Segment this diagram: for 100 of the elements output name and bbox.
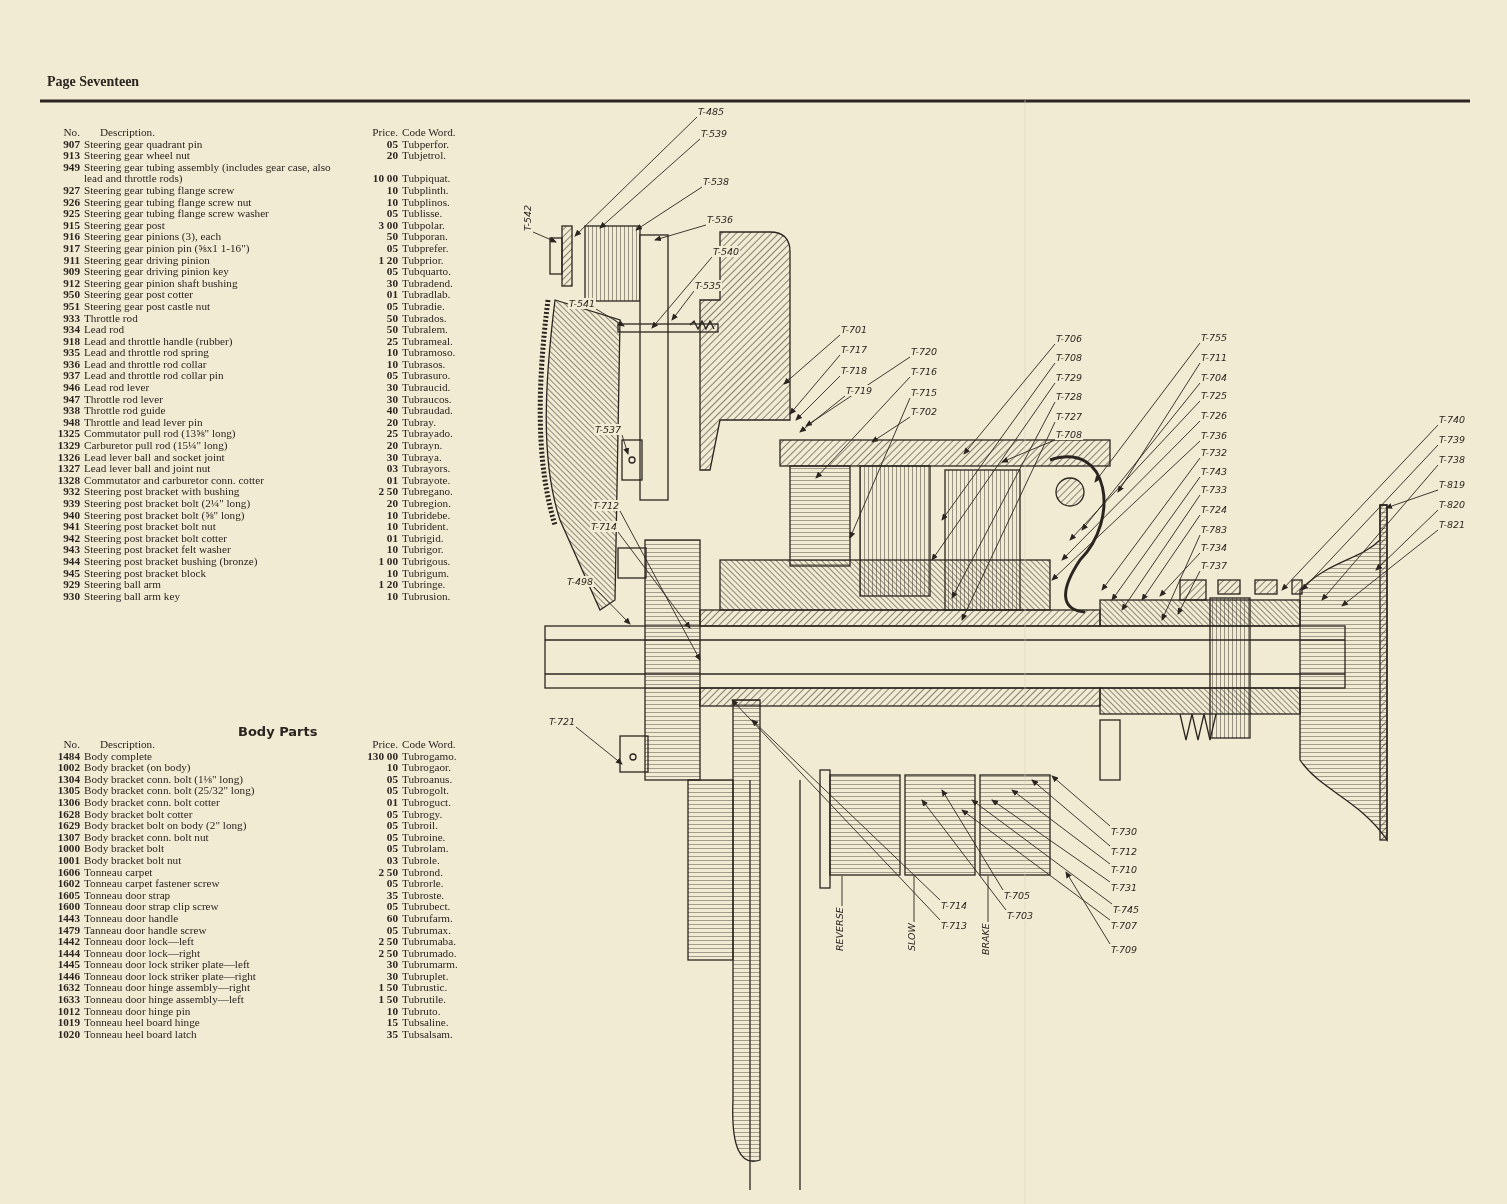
column-header: Description. xyxy=(99,127,156,139)
part-label: T-713 xyxy=(940,920,968,931)
part-description: Lead and throttle rod collar pin xyxy=(84,370,225,383)
code-word: Tubrogolt. xyxy=(402,785,451,797)
part-label: T-718 xyxy=(840,365,868,376)
part-description: Lead and throttle rod collar xyxy=(84,358,207,371)
part-description: Lead and throttle rod spring xyxy=(84,347,209,359)
part-label: T-714 xyxy=(940,900,968,911)
part-description: Tonneau door hinge pin xyxy=(84,1005,191,1018)
code-word: Tubradlab. xyxy=(402,289,452,301)
part-number: 1327 xyxy=(56,463,80,475)
part-label: T-541 xyxy=(568,298,596,309)
part-label: T-738 xyxy=(1438,454,1466,465)
price: 05 xyxy=(385,820,398,832)
code-word: Tubrufarm. xyxy=(402,912,454,925)
part-number: 927 xyxy=(62,184,80,197)
code-word: Tubraya. xyxy=(402,451,443,464)
code-word: Tubrasos. xyxy=(402,358,447,371)
part-label: BRAKE xyxy=(980,922,991,956)
code-word: Tubrasuro. xyxy=(402,370,452,383)
part-label: T-712 xyxy=(1110,846,1138,857)
code-word: Tubrayors. xyxy=(402,463,452,475)
part-label: T-727 xyxy=(1055,411,1083,422)
code-word: Tubprefer. xyxy=(402,242,450,255)
code-word: Tubrogy. xyxy=(402,808,443,821)
code-word: Tubrumaba. xyxy=(402,936,457,948)
part-label: T-711 xyxy=(1200,352,1228,363)
code-word: Tubpiquat. xyxy=(402,173,452,185)
column-header: No. xyxy=(62,739,80,751)
part-label: T-728 xyxy=(1055,391,1083,402)
code-word: Tubrumax. xyxy=(402,924,452,937)
part-number: 946 xyxy=(62,382,80,394)
part-description: Throttle and lead lever pin xyxy=(84,416,204,429)
code-word: Tubrumarm. xyxy=(402,959,459,971)
code-word: Tubrogaor. xyxy=(402,762,451,774)
price: 15 xyxy=(385,1017,398,1029)
price: 20 xyxy=(385,416,398,429)
code-word: Tubporan. xyxy=(402,231,449,243)
part-label: T-703 xyxy=(1006,910,1034,921)
code-word: Tubroil. xyxy=(402,820,438,832)
part-number: 937 xyxy=(62,370,80,383)
price: 130 00 xyxy=(366,750,398,763)
part-number: 930 xyxy=(62,590,80,603)
code-word: Tubringe. xyxy=(402,579,446,591)
part-description: Commutator pull rod (13⅝" long) xyxy=(84,428,237,441)
code-word: Tubruplet. xyxy=(402,970,450,983)
price: 30 xyxy=(385,959,398,971)
price: 30 xyxy=(385,382,398,394)
part-description: Steering gear pinion shaft bushing xyxy=(84,277,239,290)
code-word: Tubjetrol. xyxy=(402,150,447,162)
price: 10 xyxy=(385,1005,398,1018)
part-description: Throttle rod guide xyxy=(84,405,167,417)
part-label: T-732 xyxy=(1200,447,1228,458)
part-number: 915 xyxy=(62,219,80,232)
price: 35 xyxy=(385,889,398,902)
code-word: Tubroste. xyxy=(402,889,446,902)
part-number: 1484 xyxy=(56,750,80,763)
part-label: T-734 xyxy=(1200,542,1228,553)
part-label: T-716 xyxy=(910,366,938,377)
part-label: T-733 xyxy=(1200,484,1228,495)
part-description: Tonneau door lock—right xyxy=(84,947,202,960)
part-number: 939 xyxy=(62,498,80,510)
part-description: Tonneau door hinge assembly—right xyxy=(84,982,251,995)
code-word: Tubplinth. xyxy=(402,184,449,197)
price: 50 xyxy=(385,231,398,243)
price: 40 xyxy=(385,405,398,417)
part-description: Lead rod xyxy=(84,324,126,336)
part-number: 948 xyxy=(62,416,80,429)
price: 10 xyxy=(385,567,398,580)
code-word: Tubrayote. xyxy=(402,474,452,487)
price: 03 xyxy=(385,854,398,867)
code-word: Tubrubect. xyxy=(402,901,452,913)
code-word: Tubperfor. xyxy=(402,138,451,151)
price: 2 50 xyxy=(377,866,398,879)
price: 1 50 xyxy=(377,982,398,995)
part-number: 1633 xyxy=(56,994,80,1006)
code-word: Tubrigum. xyxy=(402,567,451,580)
part-description: Tonneau door lock striker plate—left xyxy=(84,959,251,971)
section-heading: Body Parts xyxy=(238,724,318,739)
price: 1 20 xyxy=(377,254,398,267)
part-number: 943 xyxy=(62,544,80,556)
part-description: Steering gear pinions (3), each xyxy=(84,231,222,243)
part-description: Tonneau carpet fastener screw xyxy=(84,878,221,890)
code-word: Tubruto. xyxy=(402,1005,442,1018)
part-label: REVERSE xyxy=(834,906,845,952)
part-description: Throttle rod lever xyxy=(84,393,164,406)
part-description: Steering gear tubing flange screw nut xyxy=(84,196,253,209)
part-number: 907 xyxy=(62,138,80,151)
price: 30 xyxy=(385,277,398,290)
part-number: 1445 xyxy=(56,959,80,971)
code-word: Tubrorle. xyxy=(402,878,445,890)
part-label: T-755 xyxy=(1200,332,1228,343)
code-word: Tubradend. xyxy=(402,277,454,290)
part-number: 1019 xyxy=(56,1017,80,1029)
price: 05 xyxy=(385,370,398,383)
price: 05 xyxy=(385,300,398,313)
part-description: Body bracket conn. bolt (25/32" long) xyxy=(84,785,256,797)
part-description: Throttle rod xyxy=(84,312,138,325)
leader-line xyxy=(913,875,915,923)
code-word: Tubrutile. xyxy=(402,994,448,1006)
